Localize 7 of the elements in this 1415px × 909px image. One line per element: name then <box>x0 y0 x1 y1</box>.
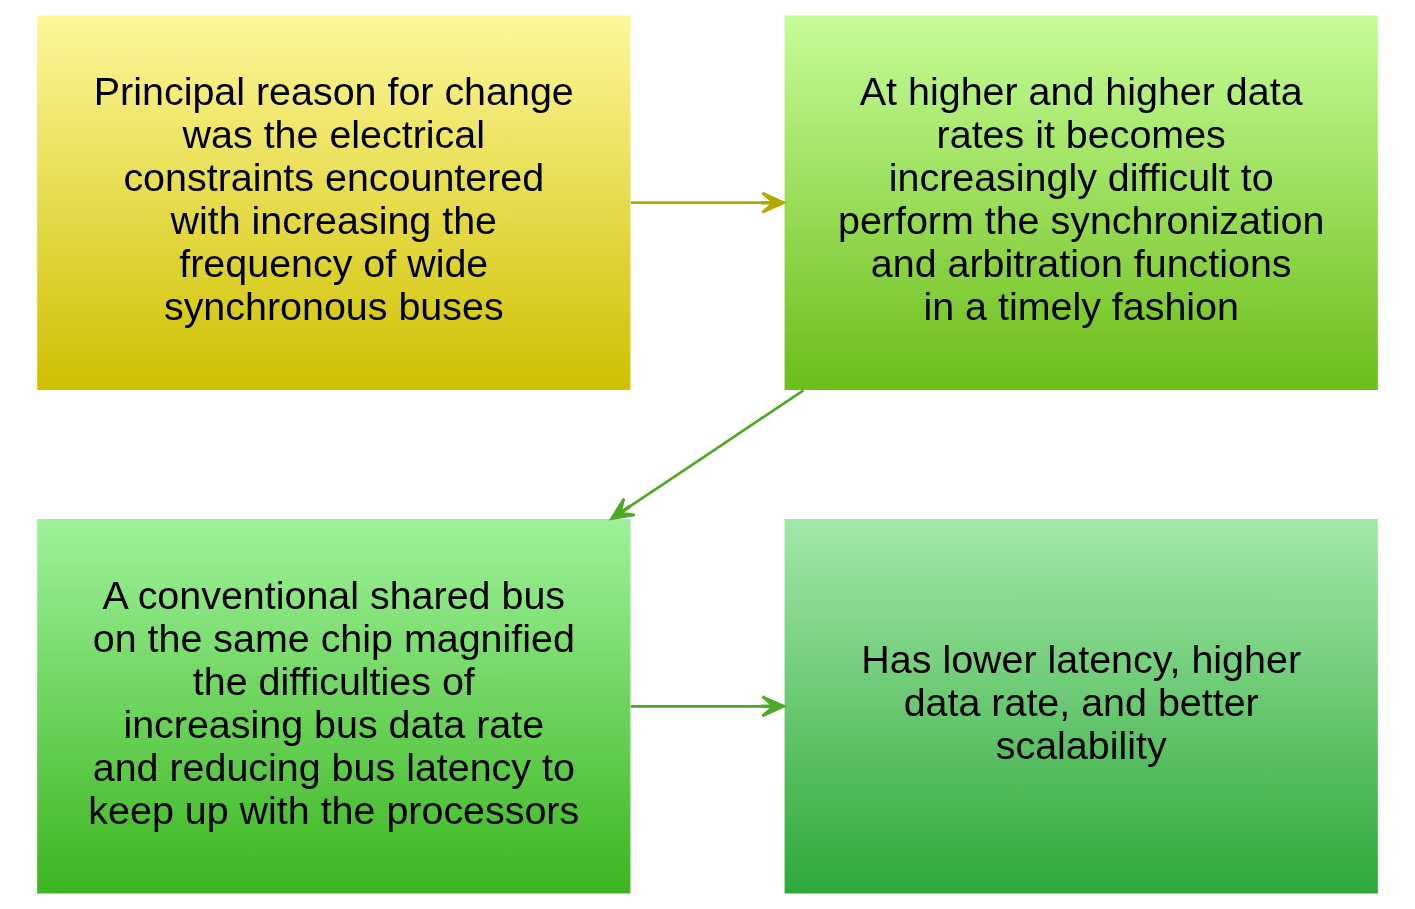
arrow <box>630 695 786 718</box>
node-box: At higher and higher data rates it becomes increasingly difficult to perform the synchronization and arbitration functions in a timely fashion <box>784 15 1378 390</box>
node-box: Principal reason for change was the electrical constraints encountered with increasing the frequency of wide synchronous buses <box>37 15 631 390</box>
node-box: A conventional shared bus on the same chip magnified the difficulties of increasing bus data rate and reducing bus latency to keep up with the processors <box>37 519 631 894</box>
node-box: Has lower latency, higher data rate, and better scalability <box>784 519 1378 894</box>
arrow <box>630 191 786 214</box>
arrow <box>610 389 805 521</box>
